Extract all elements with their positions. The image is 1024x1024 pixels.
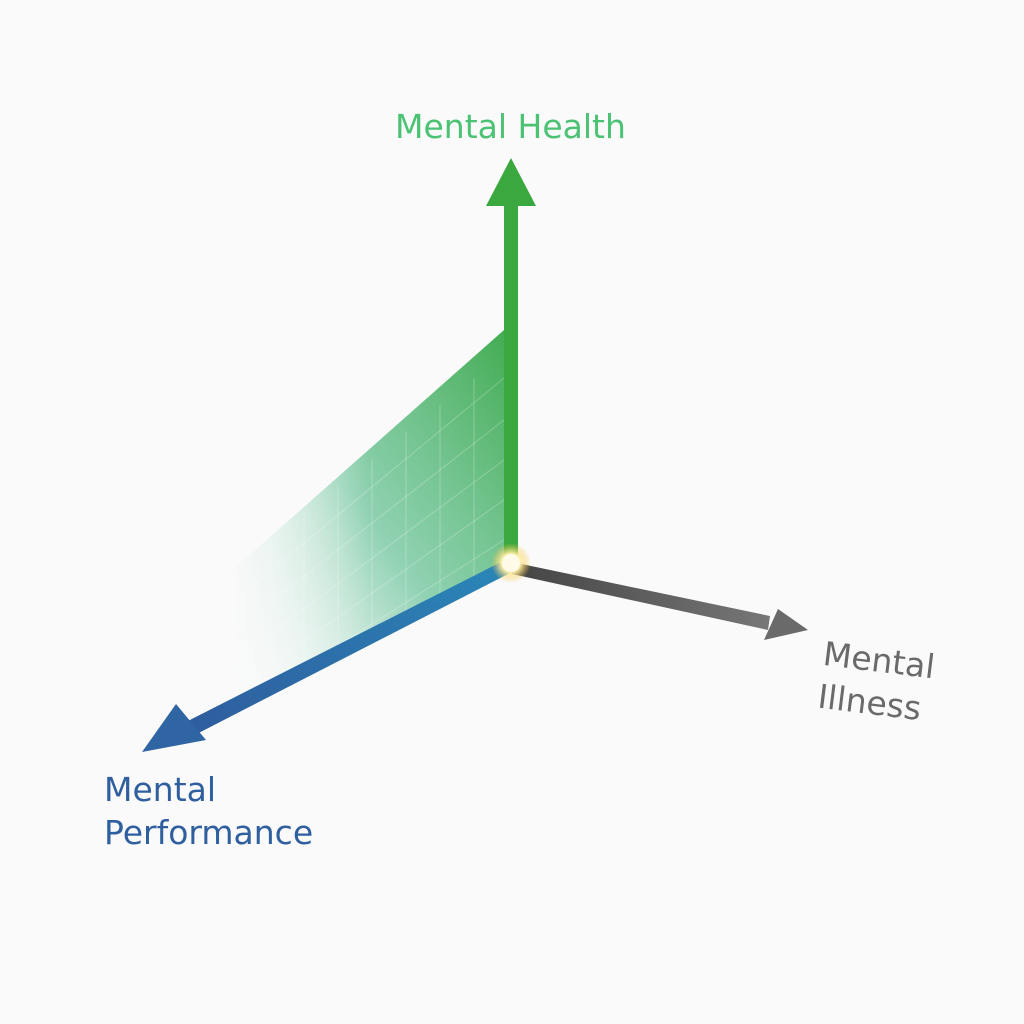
plane-grid xyxy=(234,377,505,691)
mental-performance-label: Mental Performance xyxy=(104,768,313,854)
mental-performance-label-line1: Mental xyxy=(104,770,217,809)
plane xyxy=(234,330,505,702)
mental-performance-axis xyxy=(142,560,512,752)
mental-illness-axis xyxy=(512,562,808,640)
mental-health-axis xyxy=(486,158,536,566)
mental-health-label: Mental Health xyxy=(395,107,626,146)
mental-illness-label: Mental Illness xyxy=(816,632,938,731)
mental-performance-label-line2: Performance xyxy=(104,813,314,852)
origin-point xyxy=(502,554,520,572)
